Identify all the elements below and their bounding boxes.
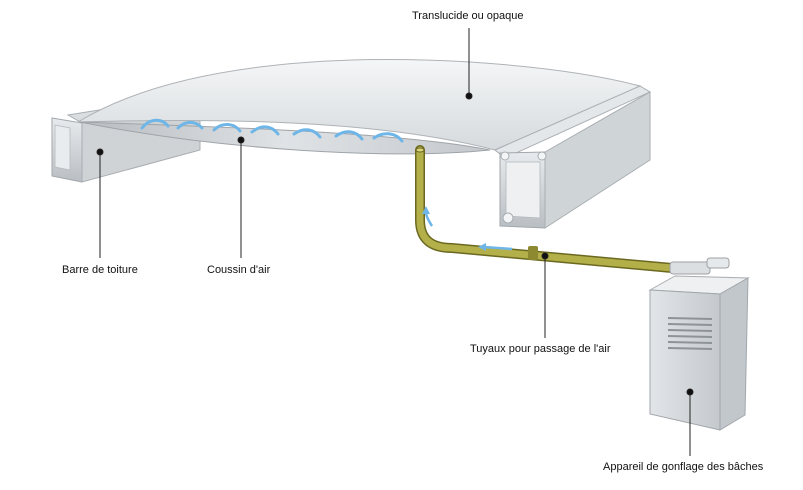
- airflow-arrow-icon: [176, 120, 204, 130]
- label-air-pipe: Tuyaux pour passage de l'air: [470, 343, 611, 355]
- airflow-arrow-icon: [212, 123, 242, 133]
- airflow-arrow-icon: [372, 132, 404, 143]
- airflow-arrows: [140, 118, 404, 143]
- vent-grille-icon: [667, 317, 713, 350]
- label-translucent: Translucide ou opaque: [412, 10, 524, 22]
- leader-lines: [96, 28, 694, 456]
- airflow-arrow-icon: [334, 130, 364, 141]
- pipe-airflow-arrow-icon: [424, 211, 434, 227]
- leader-dot: [465, 92, 473, 100]
- leader-dot: [541, 252, 549, 260]
- leader-dot: [96, 148, 104, 156]
- label-air-cushion: Coussin d'air: [207, 264, 271, 276]
- pipe-airflow-arrow-icon: [483, 245, 513, 251]
- leader-dot: [237, 136, 245, 144]
- inflation-device: [648, 275, 750, 431]
- label-roof-bar: Barre de toiture: [62, 264, 138, 276]
- airflow-arrow-icon: [250, 125, 280, 136]
- right-roof-bar: [494, 85, 652, 229]
- air-pipe: [415, 145, 730, 275]
- airflow-arrow-icon: [292, 128, 322, 139]
- airflow-arrow-icon: [140, 118, 170, 130]
- label-inflation-device: Appareil de gonflage des bâches: [603, 461, 764, 473]
- air-cushion: [76, 59, 642, 155]
- leader-dot: [686, 388, 694, 396]
